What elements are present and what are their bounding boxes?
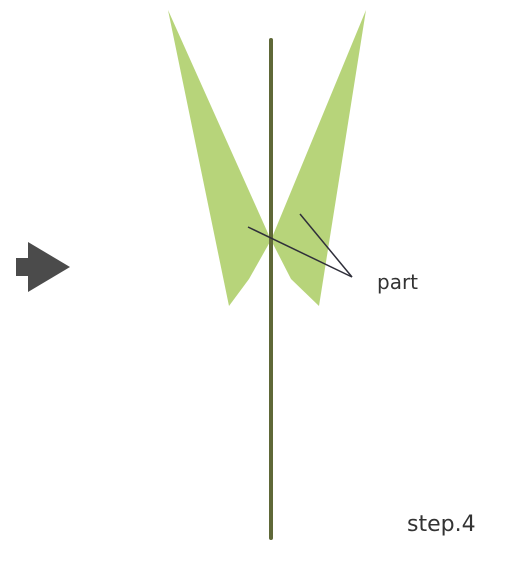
- left-leaf: [168, 10, 271, 306]
- part-label: part: [377, 270, 418, 294]
- right-arrow-icon: [16, 242, 70, 292]
- step-label: step.4: [407, 512, 476, 537]
